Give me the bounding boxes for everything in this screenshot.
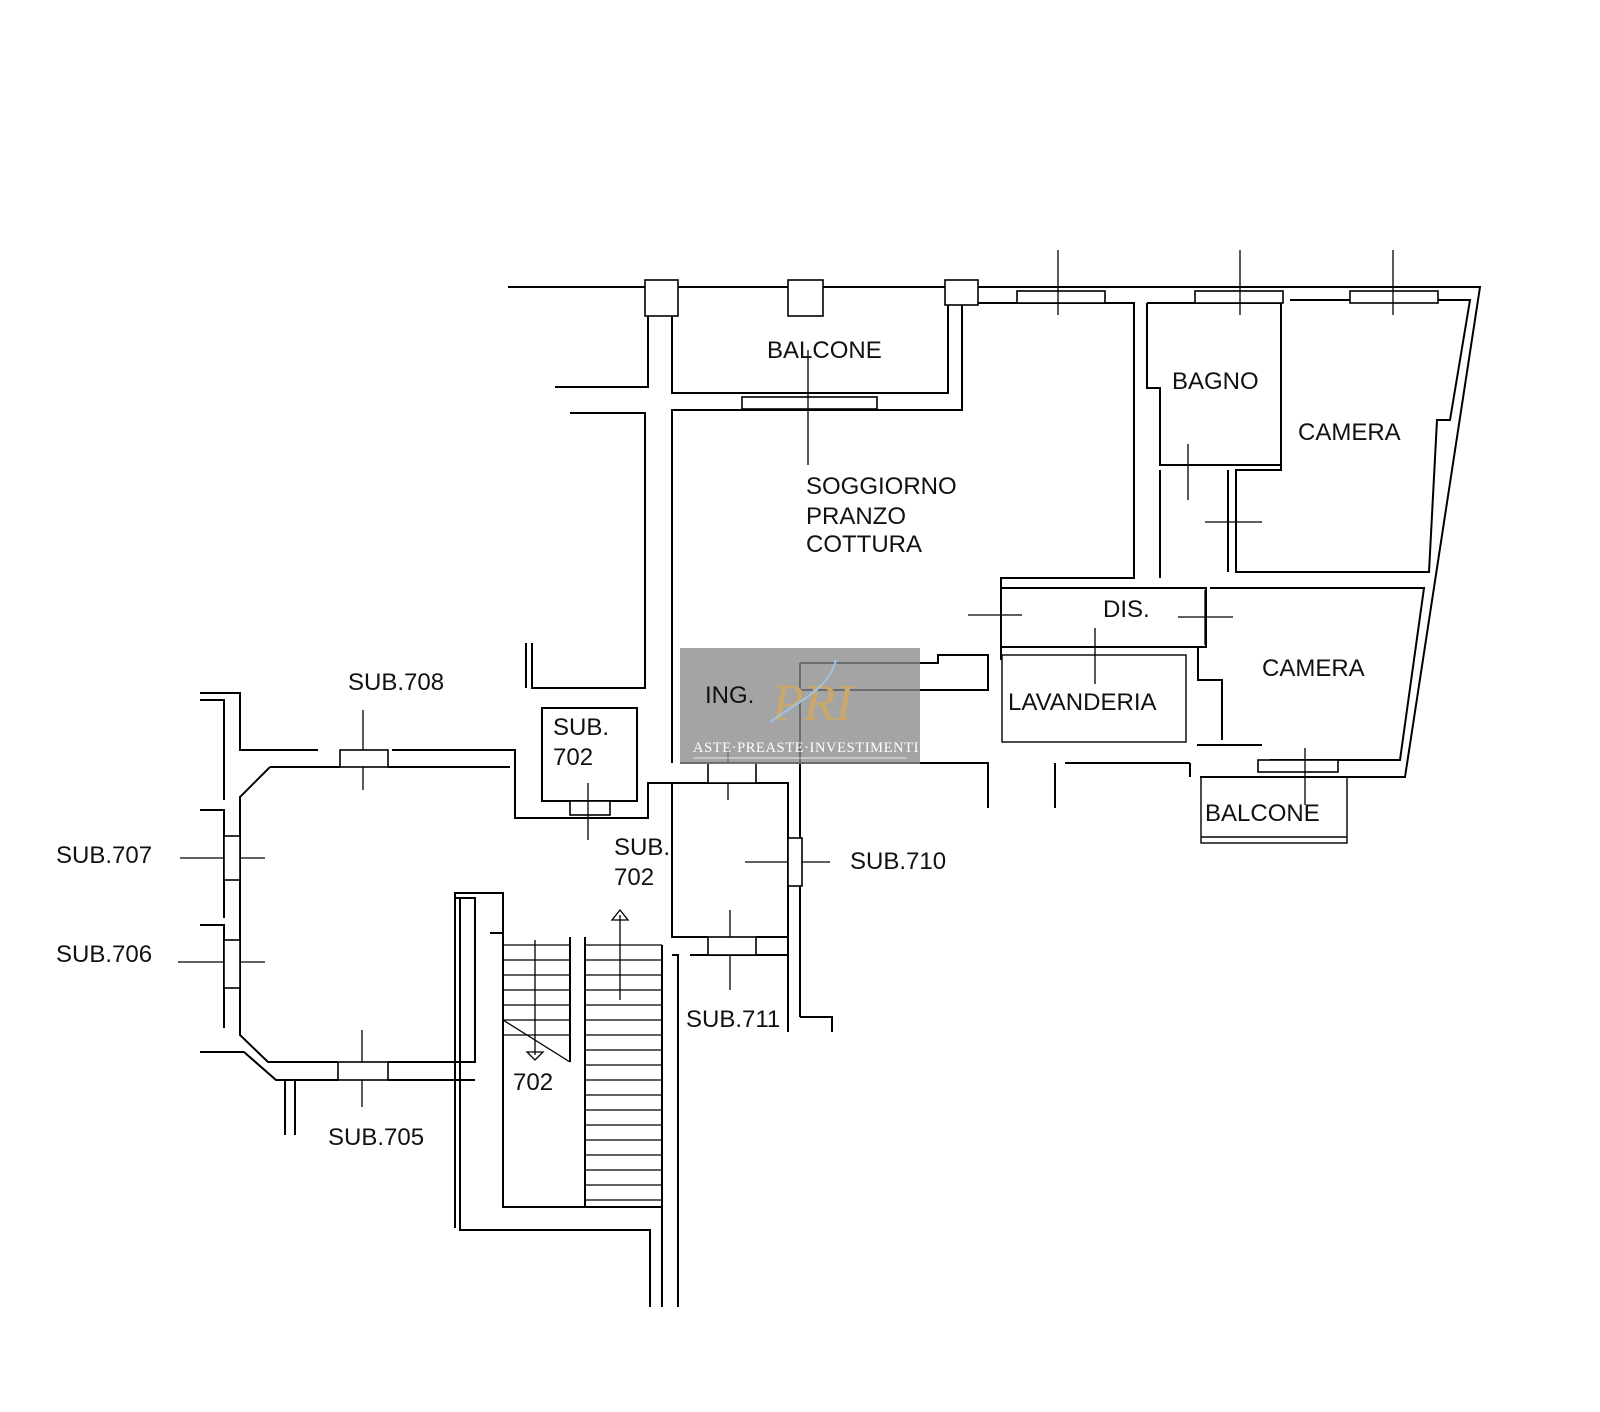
label-sub708: SUB.708 [348,669,444,696]
door-markers [178,250,1394,1107]
label-soggiorno: SOGGIORNO [806,473,957,500]
label-pranzo: PRANZO [806,503,906,530]
label-dis: DIS. [1103,596,1150,623]
label-sub706: SUB.706 [56,941,152,968]
staircase [502,908,662,1201]
watermark-monogram: PRI [771,675,856,732]
label-sub702-center-2: 702 [614,864,654,891]
swoosh-icon [769,659,837,723]
walls [200,279,1482,1307]
label-sub702-box-2: 702 [553,744,593,771]
label-camera-top: CAMERA [1298,419,1401,446]
label-bagno: BAGNO [1172,368,1259,395]
subunit-labels: SUB.708 SUB. 702 SUB.707 SUB.706 SUB. 70… [56,669,946,1151]
watermark-logo: PRI [769,659,856,732]
label-sub711: SUB.711 [686,1006,780,1033]
label-lavanderia: LAVANDERIA [1008,689,1157,716]
label-camera-bottom: CAMERA [1262,655,1365,682]
label-sub710: SUB.710 [850,848,946,875]
label-sub707: SUB.707 [56,842,152,869]
label-balcone-bottom: BALCONE [1205,800,1320,827]
watermark-tagline: ASTE·PREASTE·INVESTIMENTI [693,740,919,756]
label-stair-702: 702 [513,1069,553,1096]
label-sub702-center-1: SUB. [614,834,670,861]
label-sub702-box-1: SUB. [553,714,609,741]
label-balcone-top: BALCONE [767,337,882,364]
room-labels: BALCONE BAGNO CAMERA SOGGIORNO PRANZO CO… [767,337,1401,827]
label-ing: ING. [705,682,754,709]
watermark: ING. PRI ASTE·PREASTE·INVESTIMENTI [680,648,920,764]
label-cottura: COTTURA [806,531,922,558]
label-sub705: SUB.705 [328,1124,424,1151]
